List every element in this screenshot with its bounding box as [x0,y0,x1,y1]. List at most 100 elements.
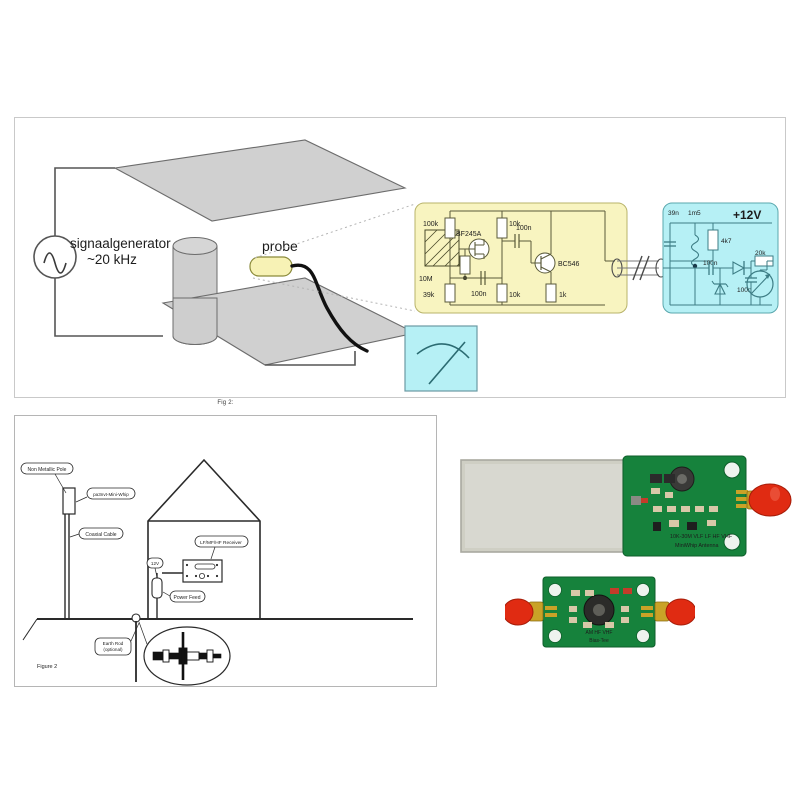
silkscreen-line2: MiniWhip Antenna [675,543,718,549]
biastee-connector-left [505,598,534,626]
label-non-metallic-pole: Non Metallic Pole [28,467,67,473]
label-earth-rod-optional: (optional) [103,647,123,652]
cylinder-top-cap [172,237,218,255]
node-psu-junction [692,263,698,269]
biastee-hole-br [636,629,650,643]
label-r1: 100k [423,221,439,228]
house-outline [147,458,261,619]
label-box-pole [20,462,74,475]
probe-cable [290,263,369,353]
biastee-pads [545,606,653,617]
label-box-earth-rod [94,637,132,656]
meter-needle [428,341,466,385]
power-feed-body [151,577,163,599]
figure2-panel: Non Metallic Pole pa3nvt-Mini-Whip Coaxi… [14,415,437,687]
biastee-inductor-core [593,604,605,616]
generator-wire-bottom [54,278,163,337]
biastee-hole-tr [636,583,650,597]
psu-schematic: +12V 39n 1m5 4k7 [662,202,779,314]
label-r2: 10k [509,221,521,228]
receiver-knob [198,572,205,579]
label-rail-12v: +12V [733,208,761,222]
inductor-core [677,474,687,484]
label-r5: 10k [509,292,521,299]
capacitor-100n-coupling [502,234,532,263]
miniwhip-board-photo: 10K-30M VLF LF HF VHF MiniWhip Antenna [455,448,793,568]
leader-pole [54,473,67,494]
meter-scale-arc [416,343,470,359]
miniwhip-antenna-icon [62,487,76,515]
biastee-hole-tl [548,583,562,597]
resistor-4k7 [707,229,719,251]
mount-hole-top [723,461,741,479]
silkscreen-line1: 10K-30M VLF LF HF VHF [670,534,733,540]
label-box-coax [78,527,124,540]
label-receiver: LF/MF/HF Receiver [200,540,242,546]
coaxial-cable-symbol [611,255,667,281]
label-r8: 20k [755,250,766,257]
label-r4: 39k [423,292,435,299]
zener-diode [711,268,729,305]
leader-coax [69,533,80,538]
label-coaxial-cable: Coaxial Cable [85,532,116,538]
resistor-10k-lower [496,283,508,303]
upper-plate [113,139,407,222]
figure2-bottom-caption: Figure 2 [37,664,57,670]
connector-detail-drawing [152,632,222,680]
inductor-1m5 [690,223,700,305]
amplifier-schematic: 100k 10k BF245A 10M [414,202,628,314]
smd-components [631,474,718,531]
sine-glyph [43,252,67,274]
label-c5: 100n [737,287,752,294]
biastee-hole-bl [548,629,562,643]
psu-meter-symbol [746,269,774,305]
signal-generator-frequency: ~20 kHz [87,252,137,267]
receiver-buttons [185,563,219,578]
leader-power-feed [162,591,171,597]
figure2-top-caption: Fig 2: [217,400,234,406]
earth-junction [131,613,141,623]
leader-detail-bubble [138,621,148,645]
antenna-plate-symbol [424,229,460,267]
leader-whip [75,496,88,503]
biastee-board-svg: AM HF VHF Bias-Tee [505,576,695,648]
amplifier-background [414,202,628,314]
mount-hole-bottom [723,533,741,551]
leader-earth-rod [130,622,140,642]
antenna-plate-inner [465,464,622,548]
resistor-39k [444,283,456,303]
capacitor-39n [664,223,695,262]
biastee-silkscreen-line1: AM HF VHF [586,630,613,636]
generator-wire-top [54,167,115,236]
label-box-receiver [194,535,249,548]
resistor-10k-drain [496,217,508,239]
ground-hatch-left [22,618,38,641]
label-l1: 1m5 [688,210,701,217]
label-mini-whip: pa3nvt-Mini-Whip [93,492,129,497]
meter-ground-wire [265,351,356,366]
label-r6: 1k [559,292,567,299]
resistor-100k [444,217,456,239]
label-earth-rod: Earth Rod [103,641,124,646]
biastee-board-photo: AM HF VHF Bias-Tee [505,572,695,652]
label-12v: 12V [151,561,160,566]
figure2-svg: Non Metallic Pole pa3nvt-Mini-Whip Coaxi… [20,458,413,686]
capacitor-100n-mid [480,271,486,285]
psu-background [662,202,779,314]
resistor-1k [545,283,557,303]
red-connector-cap [748,483,792,517]
label-q1: BF245A [456,231,482,238]
biastee-connector-right [665,598,695,626]
signal-generator-label: signaalgenerator [70,236,171,251]
meter-box [404,325,478,392]
connector-pins [736,490,748,508]
label-q2: BC546 [558,261,580,268]
label-c4: 100n [703,260,718,267]
label-c1: 100n [516,225,532,232]
leader-receiver [210,546,216,560]
cylinder-front-overlay [172,297,218,345]
red-connector-highlight [770,487,780,501]
receiver-display [194,563,216,570]
probe-body [249,256,293,277]
callout-line-upper [254,203,416,259]
